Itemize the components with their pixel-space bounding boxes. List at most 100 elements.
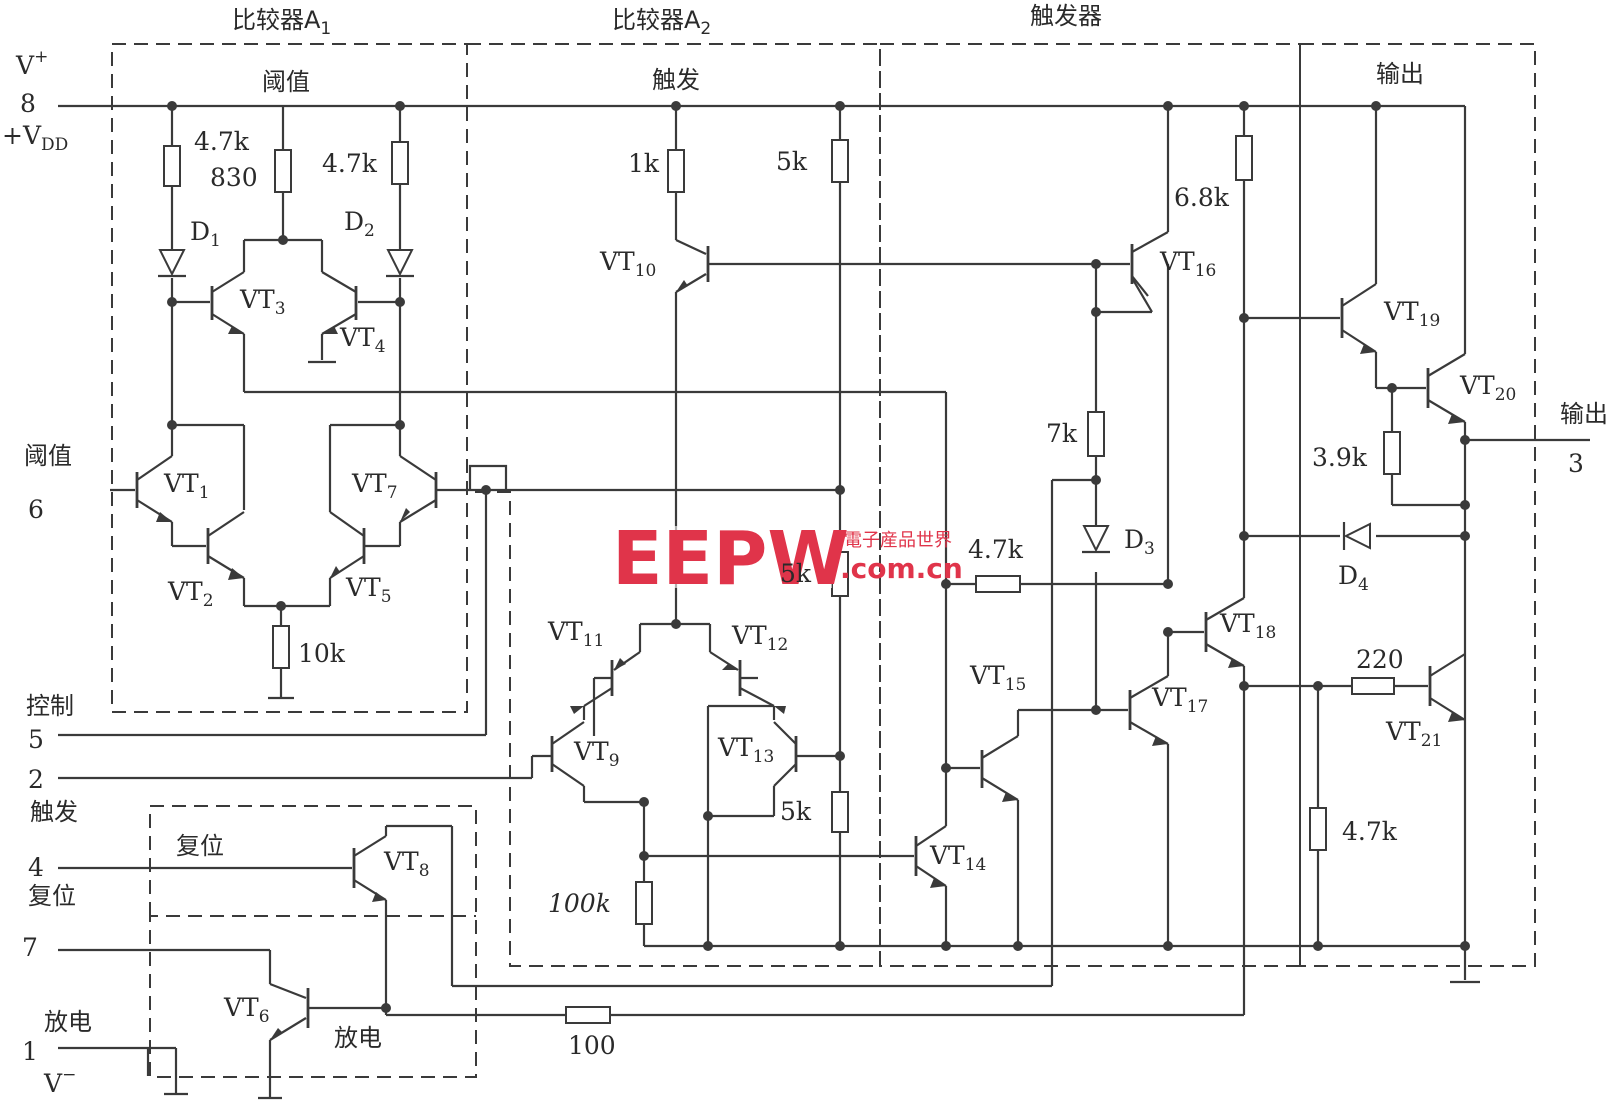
vt16-label: VT16 [1159, 247, 1216, 281]
vt8-label: VT8 [383, 847, 430, 881]
pin-5: 5 [28, 725, 44, 754]
r13-label: 3.9k [1312, 443, 1368, 472]
r8-label: 5k [780, 797, 812, 826]
discharge-pin-label: 放电 [44, 1008, 92, 1036]
trigger-block-title: 触发器 [1030, 2, 1102, 30]
vt9-label: VT9 [573, 737, 620, 771]
r11-label: 7k [1046, 419, 1078, 448]
vt5-label: VT5 [345, 573, 392, 607]
vplus-label: V+ [15, 47, 48, 80]
pin-6: 6 [28, 495, 44, 524]
eepw-watermark: EEPW 電子産品世界 .com.cn [612, 516, 963, 602]
r12-label: 4.7k [968, 535, 1024, 564]
emitter-arrows [156, 280, 1465, 1040]
vt2-label: VT2 [167, 577, 214, 611]
r4-label: 10k [298, 639, 346, 668]
watermark-logo: EEPW [612, 516, 849, 602]
inner-trigger-label: 触发 [652, 66, 700, 94]
output-box [1299, 43, 1536, 967]
vt6-label: VT6 [223, 993, 270, 1027]
vt18-label: VT18 [1219, 609, 1276, 643]
vt3-label: VT3 [239, 285, 286, 319]
vt17-label: VT17 [1151, 683, 1208, 717]
diode-d2 [386, 249, 414, 277]
comparator-a1-title: 比较器A1 [232, 6, 331, 39]
vt7-label: VT7 [351, 469, 398, 503]
wires [58, 104, 1590, 1100]
vt1-label: VT1 [163, 469, 210, 503]
resistor-r13 [1383, 431, 1401, 475]
vt13-label: VT13 [717, 733, 774, 767]
d1-label: D1 [190, 217, 221, 251]
resistor-r9 [635, 881, 653, 925]
vt15-label: VT15 [969, 661, 1026, 695]
r1-label: 4.7k [194, 127, 250, 156]
vminus-label: V− [43, 1065, 76, 1098]
resistors [163, 135, 1401, 1024]
vt10-label: VT10 [599, 247, 656, 281]
section-boxes [111, 43, 1536, 1078]
junctions [167, 101, 1470, 1013]
resistor-r4 [272, 625, 290, 669]
r10-label: 6.8k [1174, 183, 1230, 212]
vt14-label: VT14 [929, 841, 986, 875]
comparator-a2-title: 比较器A2 [612, 6, 711, 39]
vt19-label: VT19 [1383, 297, 1440, 331]
diode-d4 [1343, 522, 1371, 550]
inner-discharge-label: 放电 [334, 1024, 382, 1052]
control-pin-label: 控制 [26, 692, 74, 720]
pin-2: 2 [28, 765, 44, 794]
pin-1: 1 [22, 1037, 38, 1066]
vt20-label: VT20 [1459, 371, 1516, 405]
comparator-a1-box [111, 43, 468, 713]
d2-label: D2 [344, 207, 375, 241]
resistor-r16 [565, 1006, 611, 1024]
diode-d3 [1082, 525, 1110, 553]
r2-label: 830 [210, 163, 258, 192]
r15-label: 4.7k [1342, 817, 1398, 846]
r9-label: 100k [548, 889, 611, 918]
r5-label: 1k [628, 149, 660, 178]
resistor-r3 [391, 141, 409, 185]
resistor-r2 [274, 149, 292, 193]
output-pin-label: 输出 [1560, 400, 1608, 428]
resistor-r14 [1351, 677, 1395, 695]
trigger-pin-label: 触发 [30, 798, 78, 826]
watermark-cn: 電子産品世界 [844, 530, 952, 551]
resistor-r12 [975, 575, 1021, 593]
r14-label: 220 [1356, 645, 1404, 674]
discharge-box [149, 805, 477, 1078]
reset-pin-label: 复位 [28, 882, 76, 910]
vt4-label: VT4 [339, 323, 386, 357]
vdd-label: +VDD [2, 121, 68, 155]
vt11-label: VT11 [547, 617, 604, 651]
diodes [158, 249, 1371, 554]
r6-label: 5k [776, 147, 808, 176]
watermark-domain: .com.cn [840, 552, 963, 585]
resistor-r8 [831, 791, 849, 833]
pin-4: 4 [28, 853, 44, 882]
resistor-r11 [1087, 411, 1105, 457]
threshold-pin-label: 阈值 [24, 442, 72, 470]
resistor-r5 [667, 149, 685, 193]
r3-label: 4.7k [322, 149, 378, 178]
vt12-label: VT12 [731, 621, 788, 655]
resistor-r10 [1235, 135, 1253, 181]
r16-label: 100 [568, 1031, 616, 1060]
resistor-r6 [831, 139, 849, 183]
pin-7: 7 [22, 933, 38, 962]
d4-label: D4 [1338, 561, 1369, 595]
r7-label: 5k [780, 559, 812, 588]
inner-reset-label: 复位 [176, 832, 224, 860]
output-block-title: 输出 [1376, 60, 1424, 88]
inner-threshold-label: 阈值 [262, 68, 310, 96]
vt21-label: VT21 [1385, 717, 1442, 751]
comparator-a2-box [467, 43, 881, 967]
diode-d1 [158, 249, 186, 277]
resistor-r1 [163, 145, 181, 187]
pin-3: 3 [1568, 449, 1584, 478]
d3-label: D3 [1124, 525, 1155, 559]
pin-8: 8 [20, 89, 36, 118]
resistor-r15 [1309, 807, 1327, 851]
